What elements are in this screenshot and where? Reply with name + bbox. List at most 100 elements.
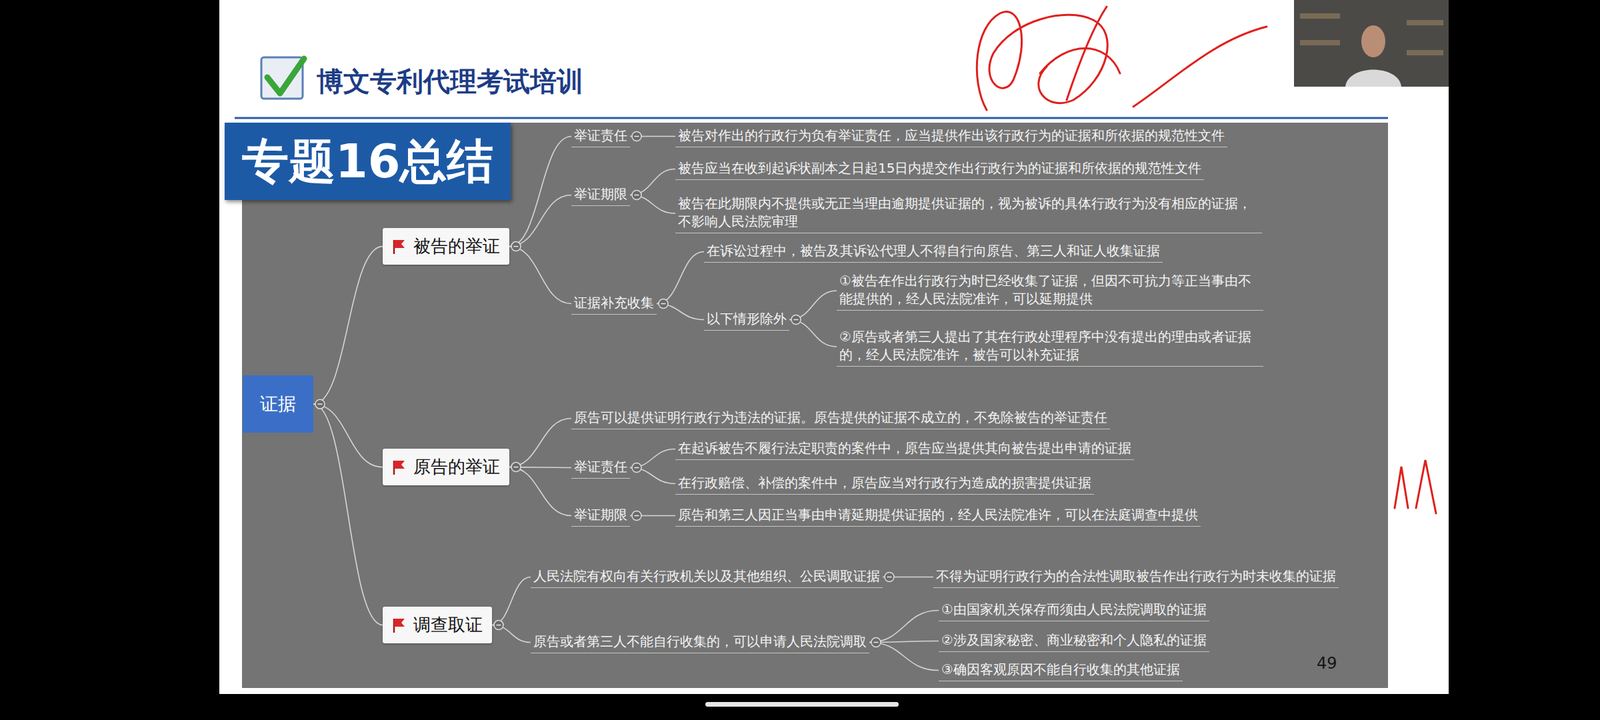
node-text: ③确因客观原因不能自行收集的其他证据 xyxy=(941,660,1180,679)
collapse-circle xyxy=(871,638,881,648)
node-text: 举证期限 xyxy=(574,185,628,204)
mindmap-item: 被告对作出的行政行为负有举证责任，应当提供作出该行政行为的证据和所依据的规范性文… xyxy=(675,125,1228,148)
collapse-icon xyxy=(511,242,521,252)
title-box: 专题16总结 xyxy=(224,122,511,200)
brand-name: 博文专利代理考试培训 xyxy=(316,63,584,100)
shelf xyxy=(1300,40,1340,46)
branch-connector xyxy=(492,577,531,626)
branch-connector xyxy=(630,136,676,138)
flag-icon xyxy=(392,459,406,476)
collapse-circle xyxy=(632,511,642,521)
node-text: 被告对作出的行政行为负有举证责任，应当提供作出该行政行为的证据和所依据的规范性文… xyxy=(678,126,1225,145)
mindmap-item: 举证责任 xyxy=(571,456,630,479)
collapse-icon xyxy=(884,572,894,582)
collapse-circle xyxy=(511,462,521,472)
node-text: 原告可以提供证明行政行为违法的证据。原告提供的证据不成立的，不免除被告的举证责任 xyxy=(574,408,1108,427)
mindmap-item: 以下情形除外 xyxy=(704,308,790,331)
mindmap-item: 证据补充收集 xyxy=(571,292,657,315)
collapse-circle xyxy=(494,620,504,630)
webcam-frame xyxy=(1294,0,1449,87)
collapse-minus xyxy=(496,624,502,626)
root-box: 证据 xyxy=(242,375,314,433)
mindmap-item: 在行政赔偿、补偿的案件中，原告应当对行政行为造成的损害提供证据 xyxy=(675,472,1094,495)
flag-cloth xyxy=(394,618,405,627)
nav-bar xyxy=(705,702,899,707)
mindmap-item: ①被告在作出行政行为时已经收集了证据，但因不可抗力等正当事由不能提供的，经人民法… xyxy=(836,270,1264,311)
mindmap-item: 原告可以提供证明行政行为违法的证据。原告提供的证据不成立的，不免除被告的举证责任 xyxy=(571,407,1110,430)
mindmap-item: 原告或者第三人不能自行收集的，可以申请人民法院调取 xyxy=(530,631,870,654)
node-text: 在起诉被告不履行法定职责的案件中，原告应当提供其向被告提出申请的证据 xyxy=(678,439,1132,458)
mindmap-item: ①由国家机关保存而须由人民法院调取的证据 xyxy=(938,599,1210,622)
branch-connector xyxy=(313,246,383,405)
slide-title: 专题16总结 xyxy=(242,134,494,189)
red-scribble xyxy=(1133,26,1267,107)
node-text: ①由国家机关保存而须由人民法院调取的证据 xyxy=(941,600,1207,619)
shelf xyxy=(1300,13,1340,19)
collapse-minus xyxy=(887,576,892,578)
header-rule xyxy=(234,117,1388,120)
node-text: 原告或者第三人不能自行收集的，可以申请人民法院调取 xyxy=(533,632,867,651)
branch-connector xyxy=(509,246,572,304)
shelf xyxy=(1406,20,1444,26)
collapse-minus xyxy=(514,246,519,248)
branch-connector xyxy=(313,404,383,625)
node-text: ②原告或者第三人提出了其在行政处理程序中没有提出的理由或者证据的，经人民法院准许… xyxy=(839,328,1261,364)
mindmap-item: 被告在此期限内不提供或无正当理由逾期提供证据的，视为被诉的具体行政行为没有相应的… xyxy=(675,193,1262,234)
mindmap-item: 人民法院有权向有关行政机关以及其他组织、公民调取证据 xyxy=(530,566,883,588)
flag-icon xyxy=(392,617,406,634)
collapse-circle xyxy=(791,315,801,325)
collapse-icon xyxy=(632,463,642,473)
collapse-circle xyxy=(632,190,642,200)
node-text: 以下情形除外 xyxy=(706,310,787,328)
collapse-icon xyxy=(632,132,642,142)
collapse-icon xyxy=(632,190,642,200)
mindmap-item: 不得为证明行政行为的合法性调取被告作出行政行为时未收集的证据 xyxy=(933,566,1339,588)
collapse-minus xyxy=(318,403,323,405)
collapse-icon xyxy=(632,511,642,521)
collapse-icon xyxy=(511,462,521,472)
branch-connector xyxy=(869,610,939,643)
collapse-circle xyxy=(632,132,642,142)
node-text: 被告应当在收到起诉状副本之日起15日内提交作出行政行为的证据和所依据的规范性文件 xyxy=(678,159,1202,178)
node-text: 证据 xyxy=(260,393,296,414)
node-text: 原告和第三人因正当事由申请延期提供证据的，经人民法院准许，可以在法庭调查中提供 xyxy=(678,506,1198,524)
node-text: ②涉及国家秘密、商业秘密和个人隐私的证据 xyxy=(941,631,1207,650)
node-text: 人民法院有权向有关行政机关以及其他组织、公民调取证据 xyxy=(533,567,880,586)
red-scribble xyxy=(1394,460,1436,514)
branch-connector xyxy=(882,576,934,578)
node-text: 举证期限 xyxy=(574,506,628,524)
mindmap-item: ②涉及国家秘密、商业秘密和个人隐私的证据 xyxy=(938,630,1210,652)
collapse-icon xyxy=(315,399,325,409)
collapse-minus xyxy=(634,515,640,517)
collapse-minus xyxy=(634,194,640,196)
branch-connector xyxy=(656,252,704,304)
collapse-circle xyxy=(315,399,325,409)
page-number: 49 xyxy=(1316,654,1338,673)
node-text: 证据补充收集 xyxy=(574,294,654,312)
mindmap-item: 原告和第三人因正当事由申请延期提供证据的，经人民法院准许，可以在法庭调查中提供 xyxy=(675,504,1201,527)
mindmap-item: 被告应当在收到起诉状副本之日起15日内提交作出行政行为的证据和所依据的规范性文件 xyxy=(675,158,1204,180)
person-head xyxy=(1361,25,1386,58)
branch-connector xyxy=(509,418,572,468)
branch-connector xyxy=(630,515,676,517)
mindmap-item: ③确因客观原因不能自行收集的其他证据 xyxy=(938,659,1183,682)
node-text: 被告在此期限内不提供或无正当理由逾期提供证据的，视为被诉的具体行政行为没有相应的… xyxy=(678,194,1260,231)
node-text: 被告的举证 xyxy=(413,236,500,257)
branch-box: 原告的举证 xyxy=(382,448,510,486)
mindmap-item: 在起诉被告不履行法定职责的案件中，原告应当提供其向被告提出申请的证据 xyxy=(675,438,1134,460)
branch-connector xyxy=(509,467,572,516)
webcam-thumbnail xyxy=(1294,0,1449,87)
flag-icon xyxy=(392,238,406,255)
red-scribble xyxy=(976,12,1108,110)
slide-background xyxy=(219,0,1449,694)
flag-cloth xyxy=(394,460,405,469)
collapse-icon xyxy=(658,299,668,309)
collapse-circle xyxy=(511,242,521,252)
node-text: 在行政赔偿、补偿的案件中，原告应当对行政行为造成的损害提供证据 xyxy=(678,474,1092,492)
node-text: 在诉讼过程中，被告及其诉讼代理人不得自行向原告、第三人和证人收集证据 xyxy=(706,242,1160,260)
mindmap-item: 举证期限 xyxy=(571,504,630,527)
